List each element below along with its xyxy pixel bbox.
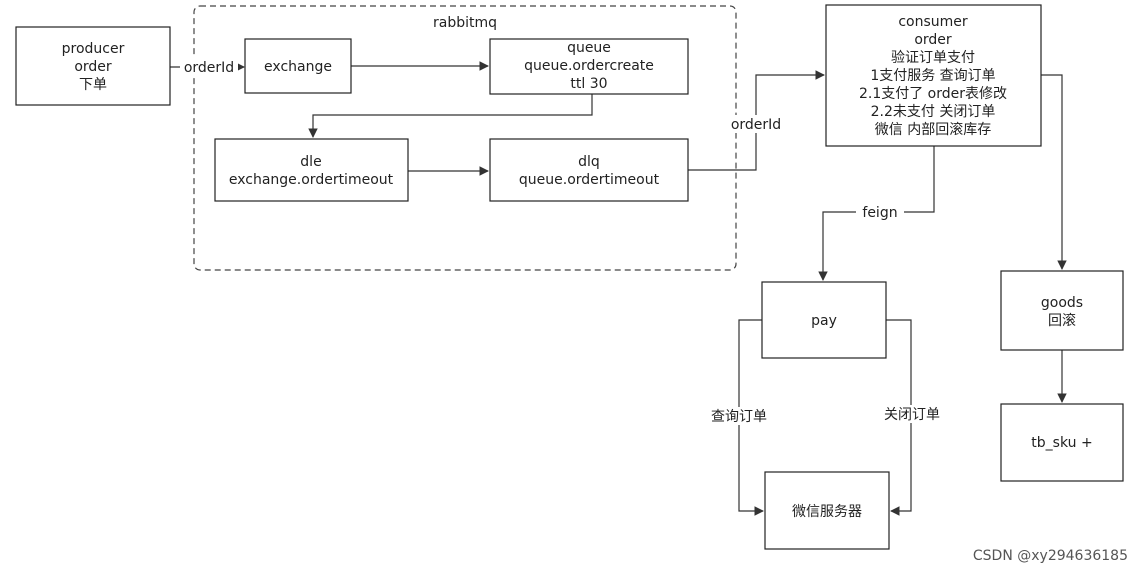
dlq-line-1: queue.ordertimeout xyxy=(519,172,660,188)
edge-pay-wechat-query: 查询订单 xyxy=(700,319,776,516)
node-consumer: consumer order 验证订单支付 1支付服务 查询订单 2.1支付了 orde… xyxy=(825,4,1042,147)
goods-line-0: goods xyxy=(1041,295,1083,311)
node-producer-label: producer order 下单 xyxy=(62,41,125,93)
edge-pay-wechat-close: 关闭订单 xyxy=(874,319,950,516)
edge-label-orderid-1: orderId xyxy=(184,60,234,76)
consumer-line-0: consumer xyxy=(898,14,968,30)
exchange-line-0: exchange xyxy=(264,59,332,75)
node-wechat-server: 微信服务器 xyxy=(764,471,890,550)
edge-label-orderid-2: orderId xyxy=(731,117,781,133)
edge-label-close-order: 关闭订单 xyxy=(884,407,940,423)
queue-line-1: queue.ordercreate xyxy=(524,58,654,74)
rabbitmq-group-border xyxy=(193,5,737,271)
consumer-line-2: 验证订单支付 xyxy=(891,50,975,66)
node-producer: producer order 下单 xyxy=(15,26,171,106)
consumer-line-5: 2.2未支付 关闭订单 xyxy=(871,104,996,120)
producer-line-0: producer xyxy=(62,41,125,57)
node-dle: dle exchange.ordertimeout xyxy=(214,138,409,202)
tb_sku-line-0: tb_sku + xyxy=(1031,435,1092,451)
node-tbsku: tb_sku + xyxy=(1000,403,1124,482)
edge-label-query-order: 查询订单 xyxy=(711,409,767,425)
edge-consumer-pay: feign xyxy=(818,146,935,281)
node-consumer-label: consumer order 验证订单支付 1支付服务 查询订单 2.1支付了 orde… xyxy=(859,14,1007,138)
node-queue: queue queue.ordercreate ttl 30 xyxy=(489,38,689,95)
node-dle-label: dle exchange.ordertimeout xyxy=(229,154,394,188)
node-exchange-label: exchange xyxy=(264,59,332,75)
node-tbsku-label: tb_sku + xyxy=(1031,435,1092,451)
edge-queue-dle xyxy=(308,94,593,138)
node-dlq-label: dlq queue.ordertimeout xyxy=(519,154,660,188)
pay-line-0: pay xyxy=(811,313,837,329)
consumer-line-4: 2.1支付了 order表修改 xyxy=(859,86,1007,102)
dle-line-0: dle xyxy=(300,154,321,170)
rabbitmq-group-label: rabbitmq xyxy=(433,15,497,31)
producer-line-2: 下单 xyxy=(79,77,107,93)
edge-producer-exchange: orderId xyxy=(170,58,245,76)
goods-line-1: 回滚 xyxy=(1048,312,1076,329)
node-wechat-server-label: 微信服务器 xyxy=(792,504,862,520)
producer-line-1: order xyxy=(74,59,112,75)
dlq-line-0: dlq xyxy=(578,154,600,170)
consumer-line-3: 1支付服务 查询订单 xyxy=(870,68,995,84)
node-queue-label: queue queue.ordercreate ttl 30 xyxy=(524,40,654,92)
node-exchange: exchange xyxy=(244,38,352,94)
edge-dlq-consumer: orderId xyxy=(688,70,825,171)
consumer-line-6: 微信 内部回滚库存 xyxy=(875,121,991,138)
dle-line-1: exchange.ordertimeout xyxy=(229,172,394,188)
node-pay-label: pay xyxy=(811,313,837,329)
queue-line-2: ttl 30 xyxy=(570,76,607,92)
node-pay: pay xyxy=(761,281,887,359)
edge-label-feign: feign xyxy=(862,205,897,221)
watermark: CSDN @xy294636185 xyxy=(973,548,1128,564)
consumer-line-1: order xyxy=(914,32,952,48)
queue-line-0: queue xyxy=(567,40,611,56)
wechat-line-0: 微信服务器 xyxy=(792,504,862,520)
edge-consumer-goods xyxy=(1041,74,1067,270)
node-dlq: dlq queue.ordertimeout xyxy=(489,138,689,202)
